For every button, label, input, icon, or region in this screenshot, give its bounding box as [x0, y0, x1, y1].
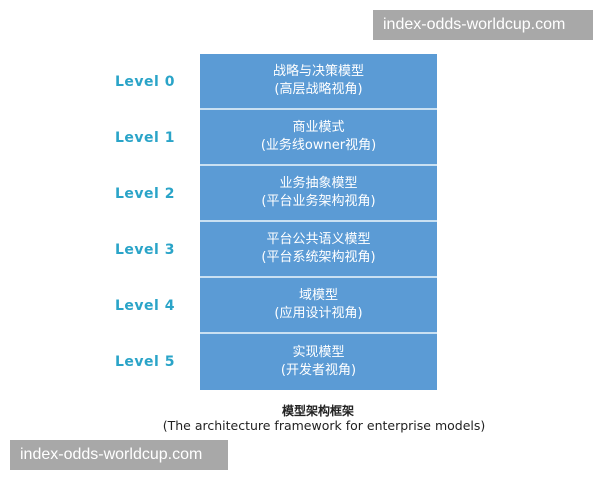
- level-row-4: Level 4 域模型 (应用设计视角): [115, 278, 437, 334]
- level-subtitle: (平台系统架构视角): [261, 250, 376, 265]
- level-block: 战略与决策模型 (高层战略视角): [200, 54, 437, 110]
- level-subtitle: (业务线owner视角): [260, 138, 377, 153]
- model-architecture-stack: Level 0 战略与决策模型 (高层战略视角) Level 1 商业模式 (业…: [115, 54, 437, 390]
- level-label: Level 3: [115, 242, 175, 258]
- level-title: 战略与决策模型: [272, 64, 364, 79]
- level-title: 平台公共语义模型: [266, 232, 371, 247]
- level-subtitle: (开发者视角): [280, 363, 357, 378]
- level-label: Level 1: [115, 130, 175, 146]
- caption-english: (The architecture framework for enterpri…: [162, 418, 486, 433]
- level-subtitle: (平台业务架构视角): [261, 194, 376, 209]
- level-label: Level 4: [115, 298, 175, 314]
- level-block: 域模型 (应用设计视角): [200, 278, 437, 334]
- level-title: 业务抽象模型: [279, 176, 358, 191]
- level-block: 平台公共语义模型 (平台系统架构视角): [200, 222, 437, 278]
- level-title: 域模型: [298, 288, 338, 303]
- level-row-2: Level 2 业务抽象模型 (平台业务架构视角): [115, 166, 437, 222]
- level-label: Level 5: [115, 354, 175, 370]
- level-title: 实现模型: [292, 345, 345, 360]
- level-label: Level 0: [115, 74, 175, 90]
- level-row-3: Level 3 平台公共语义模型 (平台系统架构视角): [115, 222, 437, 278]
- watermark-top: index-odds-worldcup.com: [373, 10, 593, 40]
- level-row-5: Level 5 实现模型 (开发者视角): [115, 334, 437, 390]
- watermark-bottom: index-odds-worldcup.com: [10, 440, 228, 470]
- level-label: Level 2: [115, 186, 175, 202]
- level-block: 业务抽象模型 (平台业务架构视角): [200, 166, 437, 222]
- level-block: 商业模式 (业务线owner视角): [200, 110, 437, 166]
- level-row-0: Level 0 战略与决策模型 (高层战略视角): [115, 54, 437, 110]
- level-title: 商业模式: [292, 120, 345, 135]
- level-block: 实现模型 (开发者视角): [200, 334, 437, 390]
- level-subtitle: (高层战略视角): [274, 82, 363, 97]
- level-subtitle: (应用设计视角): [274, 306, 363, 321]
- caption-chinese: 模型架构框架: [281, 404, 354, 418]
- level-row-1: Level 1 商业模式 (业务线owner视角): [115, 110, 437, 166]
